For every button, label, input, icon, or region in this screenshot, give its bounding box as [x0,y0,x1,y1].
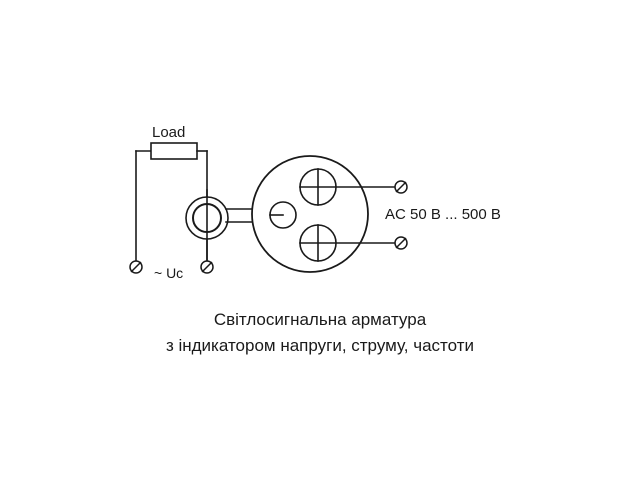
caption-line-2: з індикатором напруги, струму, частоти [166,336,474,355]
caption-line-1: Світлосигнальна арматура [214,310,427,329]
load-resistor-body [150,142,198,160]
ac-range-label: AC 50 В ... 500 В [385,206,501,223]
supply-voltage-label: ~ Uc [154,265,183,281]
load-label: Load [152,124,185,141]
terminal-ac-top [394,180,408,194]
terminal-supply-left [129,260,143,274]
terminal-supply-right [200,260,214,274]
terminal-ac-bottom [394,236,408,250]
